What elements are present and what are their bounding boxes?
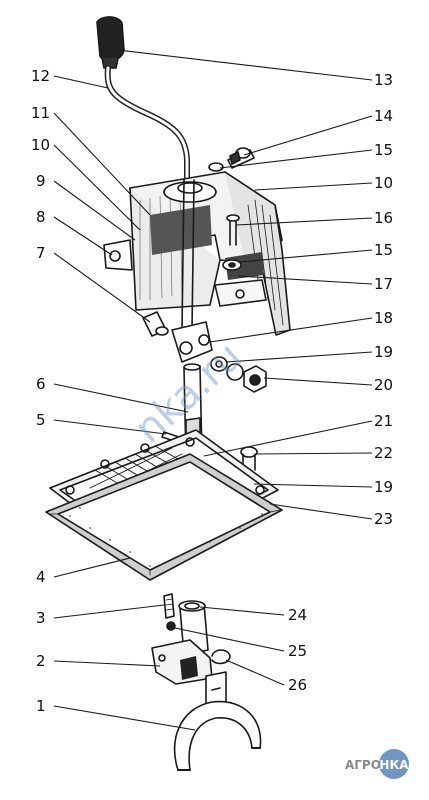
exploded-view-drawing [45, 16, 291, 771]
callout-17: 17 [374, 275, 393, 293]
pin-7 [142, 311, 169, 337]
lever-knob [96, 16, 125, 62]
callout-3: 3 [36, 609, 46, 627]
set-screw-3 [163, 593, 175, 619]
callout-16: 16 [374, 209, 393, 227]
callout-12: 12 [31, 67, 50, 85]
nut-20 [243, 365, 267, 393]
callout-23: 23 [374, 510, 393, 528]
lever-shaft [181, 179, 195, 331]
callout-8: 8 [36, 208, 46, 226]
callout-15-right: 15 [374, 241, 393, 259]
callout-10: 10 [31, 136, 50, 154]
callout-15: 15 [374, 141, 393, 159]
leader-lines [53, 49, 373, 731]
logo-text-agro: АГРО [345, 758, 381, 772]
ball-25 [166, 621, 176, 631]
gear-lever [104, 65, 190, 181]
callout-14: 14 [374, 107, 393, 125]
callout-10-right: 10 [374, 174, 393, 192]
callout-13: 13 [374, 71, 393, 89]
callout-6: 6 [36, 375, 46, 393]
callout-24: 24 [288, 606, 307, 624]
washer-15-top [208, 162, 224, 172]
callout-25: 25 [288, 642, 307, 660]
callout-11: 11 [31, 104, 50, 122]
logo-badge-circle [379, 749, 409, 779]
callout-19-lower: 19 [374, 478, 393, 496]
callout-labels: 1 2 3 4 5 6 7 8 9 10 11 12 13 14 15 10 1… [31, 67, 393, 715]
callout-1: 1 [36, 697, 46, 715]
callout-7: 7 [36, 244, 46, 262]
lever-housing [103, 171, 291, 336]
callout-18: 18 [374, 309, 393, 327]
lower-shift-assembly [151, 593, 262, 771]
callout-22: 22 [374, 444, 393, 462]
shift-fork-1 [173, 700, 262, 771]
callout-26: 26 [288, 676, 307, 694]
callout-5: 5 [36, 411, 46, 429]
callout-21: 21 [374, 412, 393, 430]
callout-2: 2 [36, 652, 46, 670]
agronka-logo: АГРО НКА [345, 749, 409, 779]
logo-text-nka: НКА [379, 758, 409, 772]
gasket [45, 453, 283, 581]
clip-26 [211, 649, 231, 665]
callout-19: 19 [374, 343, 393, 361]
callout-20: 20 [374, 376, 393, 394]
callout-9: 9 [36, 172, 46, 190]
shaft-clevis [171, 321, 213, 363]
callout-4: 4 [36, 568, 46, 586]
